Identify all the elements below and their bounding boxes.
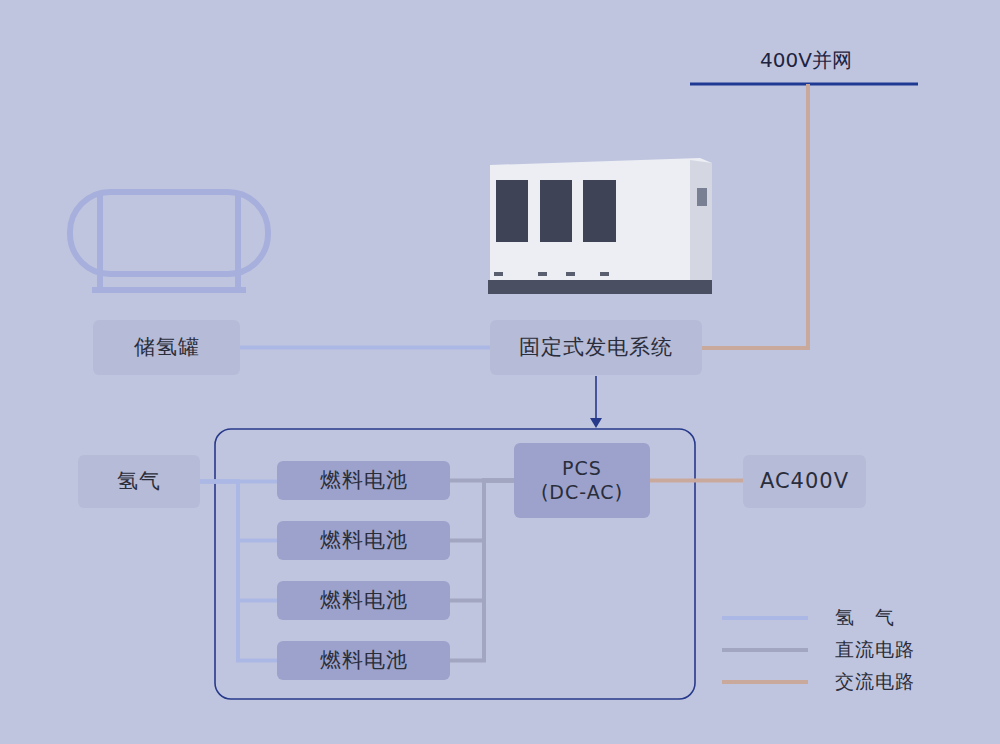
ac-wire (702, 84, 808, 348)
node-label: 燃料电池 (320, 647, 408, 673)
cabinet-body (490, 158, 712, 285)
tank-body (70, 192, 268, 274)
vent-panel (496, 180, 528, 242)
tank-ring (97, 195, 103, 271)
ac-output-box: AC400V (743, 455, 866, 508)
tank-box: 储氢罐 (93, 320, 240, 375)
legend-label: 直流电路 (835, 637, 915, 663)
generator-illustration (488, 158, 712, 294)
dc-wire (450, 481, 514, 601)
hydrogen-box: 氢气 (78, 455, 200, 508)
node-label: 燃料电池 (320, 587, 408, 613)
dc-wire (450, 479, 514, 483)
node-label: PCS (DC-AC) (540, 457, 624, 505)
hydrogen-pipe (200, 482, 277, 661)
legend-line (722, 616, 808, 620)
legend-line (722, 680, 808, 684)
dc-wire (450, 481, 514, 661)
cabinet-slot (538, 272, 547, 276)
fuel-cell-box: 燃料电池 (277, 641, 450, 680)
fuel-cell-box: 燃料电池 (277, 521, 450, 560)
node-label: 固定式发电系统 (519, 334, 673, 360)
node-label: AC400V (760, 468, 849, 494)
cabinet-side (690, 160, 712, 285)
hydrogen-pipe (200, 482, 277, 541)
system-enclosure (215, 429, 695, 699)
node-label: 氢气 (117, 468, 161, 494)
hydrogen-pipe (200, 480, 277, 484)
tank-illustration (70, 192, 268, 290)
tank-leg (97, 274, 103, 288)
vent-panel (540, 180, 572, 242)
legend-label: 氢 气 (835, 605, 895, 631)
cabinet-slot (566, 272, 575, 276)
ac-wire (650, 479, 743, 483)
node-label: 储氢罐 (134, 334, 200, 360)
cabinet-base (488, 280, 712, 294)
fuel-cell-box: 燃料电池 (277, 461, 450, 500)
detail-arrowhead (590, 418, 602, 428)
grid-bus (690, 83, 918, 86)
legend-label: 交流电路 (835, 669, 915, 695)
node-label: 燃料电池 (320, 467, 408, 493)
cabinet-slot (494, 272, 503, 276)
grid-label: 400V并网 (760, 47, 852, 74)
cabinet-slot (600, 272, 609, 276)
vent-panel (583, 180, 616, 242)
legend-line (722, 648, 808, 652)
tank-base (92, 287, 246, 293)
tank-ring (235, 195, 241, 271)
node-label: 燃料电池 (320, 527, 408, 553)
system-box: 固定式发电系统 (490, 320, 702, 375)
control-screen (697, 188, 707, 206)
dc-wire (450, 481, 514, 541)
detail-arrow (595, 376, 597, 420)
hydrogen-pipe (240, 346, 490, 350)
tank-leg (235, 274, 241, 288)
fuel-cell-box: 燃料电池 (277, 581, 450, 620)
pcs-box: PCS (DC-AC) (514, 443, 650, 518)
hydrogen-pipe (200, 482, 277, 601)
